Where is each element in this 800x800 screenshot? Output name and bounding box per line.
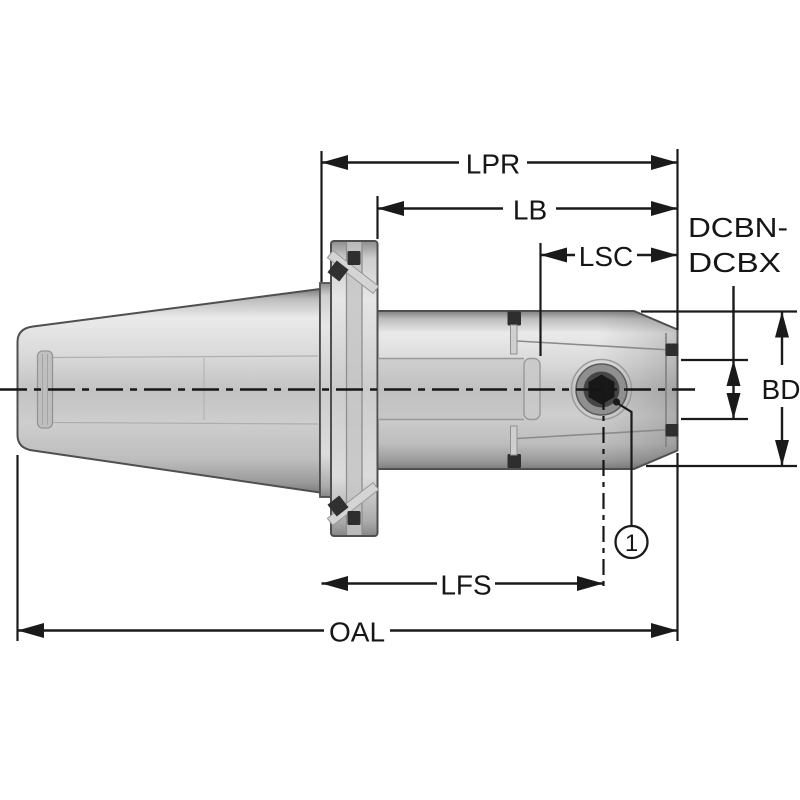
arrow-right-icon <box>651 623 678 638</box>
arrow-left-icon <box>321 576 348 591</box>
dim-lsc: LSC <box>540 241 678 272</box>
arrow-right-icon <box>651 155 678 170</box>
slit-top <box>507 311 521 326</box>
extension-lines <box>16 149 797 641</box>
drive-key-slot-top <box>347 251 361 265</box>
dim-dcbn-dcbx: DCBN- DCBX <box>688 212 788 419</box>
slit-face-bottom <box>665 424 679 437</box>
dim-lfs: LFS <box>321 570 604 601</box>
arrow-right-icon <box>651 247 678 263</box>
callout-number: 1 <box>625 530 638 557</box>
arrow-right-icon <box>651 201 678 216</box>
arrow-up-icon <box>726 360 741 386</box>
dim-label-oal: OAL <box>329 617 385 648</box>
drive-slot-groove-bottom <box>326 481 380 527</box>
taper-shank <box>16 288 321 494</box>
dim-label-lfs: LFS <box>440 570 491 601</box>
arrow-left-icon <box>377 201 404 216</box>
drive-slot-groove-top <box>326 249 380 295</box>
dim-bd: BD <box>762 311 800 466</box>
dim-label-dcbx: DCBX <box>688 247 781 278</box>
dim-label-bd: BD <box>762 374 800 405</box>
arrow-left-icon <box>321 155 348 170</box>
callout-1: 1 <box>612 398 649 560</box>
dim-lpr: LPR <box>321 149 678 180</box>
arrow-down-icon <box>726 393 741 419</box>
leader-line <box>616 402 633 526</box>
dim-label-dcbn: DCBN- <box>688 212 788 243</box>
arrow-right-icon <box>577 576 604 591</box>
slit-face-top <box>665 343 679 356</box>
notch-bottom <box>327 495 349 517</box>
notch-top <box>327 260 349 282</box>
arrow-up-icon <box>775 311 789 338</box>
slit-pin-bottom <box>510 425 518 456</box>
dim-label-lb: LB <box>513 195 547 226</box>
dim-lb: LB <box>377 195 678 226</box>
arrow-down-icon <box>775 440 789 466</box>
dim-label-lsc: LSC <box>579 241 633 272</box>
arrow-left-icon <box>540 247 567 263</box>
arrow-left-icon <box>17 623 44 638</box>
drive-key-slot-bottom <box>347 511 361 525</box>
dim-label-lpr: LPR <box>466 149 520 180</box>
dim-oal: OAL <box>17 617 678 648</box>
slit-pin-top <box>510 324 518 355</box>
slit-bottom <box>507 454 521 468</box>
callout-balloon <box>614 524 649 560</box>
